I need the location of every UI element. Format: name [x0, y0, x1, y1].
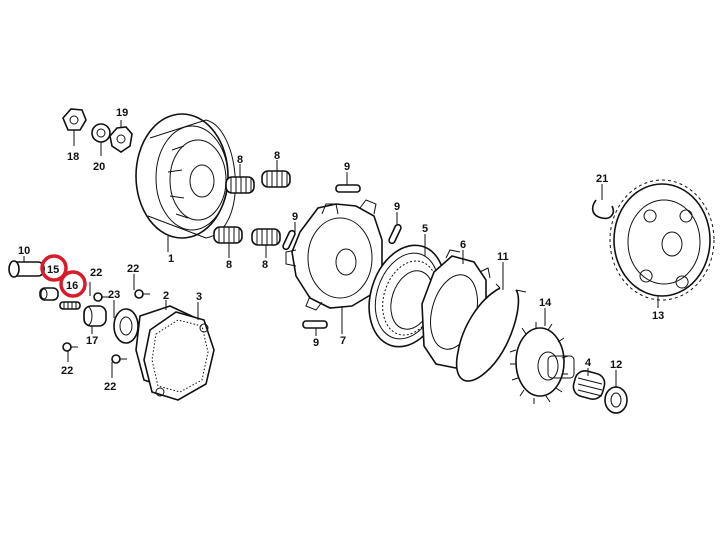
part-14-primary-gear — [509, 322, 575, 404]
highlight-circle-part-16 — [59, 270, 87, 298]
label-part-8-b: 8 — [237, 154, 243, 166]
spring — [261, 170, 291, 188]
label-part-2: 2 — [163, 290, 169, 302]
label-part-16: 16 — [66, 280, 78, 292]
part-9-pins — [282, 184, 402, 329]
label-part-6: 6 — [460, 239, 466, 251]
label-part-12: 12 — [610, 359, 622, 371]
highlight-markers — [40, 254, 87, 298]
spring — [251, 228, 281, 246]
label-part-22-a: 22 — [90, 267, 102, 279]
part-18-nut — [62, 108, 87, 131]
label-part-15: 15 — [47, 264, 59, 276]
part-1-clutch-outer — [135, 113, 236, 239]
part-21-circlip — [591, 199, 615, 220]
part-11-snap-ring — [455, 283, 527, 382]
label-part-17: 17 — [86, 335, 98, 347]
part-16-spring — [59, 301, 81, 310]
label-part-8-a: 8 — [274, 150, 280, 162]
label-part-19: 19 — [116, 107, 128, 119]
label-part-8-d: 8 — [262, 259, 268, 271]
label-part-22-b: 22 — [127, 263, 139, 275]
label-part-5: 5 — [422, 223, 428, 235]
part-12-washer — [604, 386, 628, 414]
part-15-collar — [39, 287, 59, 301]
label-part-9-b: 9 — [292, 211, 298, 223]
part-19-lock-washer — [109, 126, 133, 153]
label-part-3: 3 — [196, 291, 202, 303]
part-labels: 1 2 3 4 5 6 7 8 8 8 8 9 9 9 9 10 11 12 1… — [18, 107, 664, 393]
label-part-9-d: 9 — [313, 337, 319, 349]
label-part-22-c: 22 — [61, 365, 73, 377]
label-part-14: 14 — [539, 297, 552, 309]
spring — [213, 226, 243, 244]
part-20-washer — [91, 123, 111, 143]
part-8-springs — [213, 170, 291, 246]
part-17-bushing — [83, 305, 107, 327]
part-22-screws — [62, 289, 150, 364]
part-10-shaft — [8, 260, 45, 278]
label-part-7: 7 — [340, 335, 346, 347]
label-part-22-d: 22 — [104, 381, 116, 393]
label-part-10: 10 — [18, 245, 30, 257]
label-part-23: 23 — [108, 289, 120, 301]
leader-lines — [23, 120, 659, 388]
label-part-18: 18 — [67, 151, 79, 163]
label-part-1: 1 — [168, 253, 174, 265]
part-4-needle-bearing — [572, 370, 606, 400]
part-23-bearing — [113, 308, 139, 344]
highlight-circle-part-15 — [40, 254, 68, 282]
label-part-20: 20 — [93, 161, 105, 173]
label-part-21: 21 — [596, 173, 608, 185]
label-part-4: 4 — [585, 357, 592, 369]
label-part-9-a: 9 — [344, 161, 350, 173]
label-part-11: 11 — [497, 251, 509, 263]
label-part-8-c: 8 — [226, 259, 232, 271]
part-7-clutch-center — [285, 199, 383, 311]
label-part-13: 13 — [652, 310, 664, 322]
part-3-gasket — [143, 311, 215, 401]
label-part-9-c: 9 — [394, 201, 400, 213]
spring — [225, 176, 255, 194]
part-13-driven-gear — [609, 179, 715, 301]
